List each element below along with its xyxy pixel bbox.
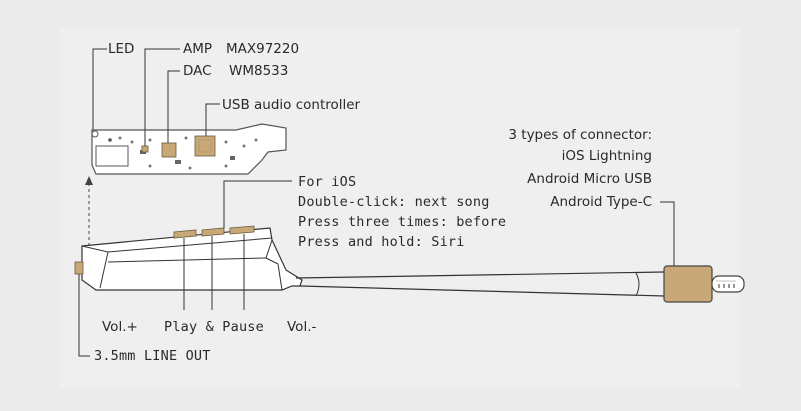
amp-chip-label: MAX97220: [226, 41, 300, 57]
panel-background: [60, 28, 740, 388]
lightning-connector: [663, 265, 745, 303]
led-label: LED: [108, 41, 135, 57]
vol-plus-label: Vol.+: [102, 319, 138, 335]
connector-leader-line: [660, 201, 675, 266]
connector-android-micro-usb: Android Micro USB: [527, 171, 652, 187]
play-pause-label: Play & Pause: [164, 319, 264, 335]
dashed-arrow: [85, 176, 93, 246]
connector-android-typec: Android Type-C: [550, 194, 652, 210]
pcb-board: [91, 123, 287, 175]
ios-double-click: Double-click: next song: [298, 194, 490, 210]
dac-chip: [161, 142, 177, 158]
amp-chip: [141, 145, 149, 153]
dongle-body: [74, 225, 303, 291]
usb-controller-chip: [194, 135, 216, 157]
connector-title: 3 types of connector:: [508, 127, 652, 143]
connector-ios-lightning: iOS Lightning: [561, 148, 652, 164]
vol-plus-button: [173, 229, 197, 239]
dac-chip-label: WM8533: [229, 63, 289, 79]
play-pause-button: [201, 227, 225, 237]
ios-title: For iOS: [298, 174, 357, 190]
button-leader-lines: [78, 180, 292, 357]
amp-label: AMP: [183, 41, 213, 57]
line-out-label: 3.5mm LINE OUT: [94, 348, 211, 364]
pcb-leader-lines: [92, 48, 220, 146]
line-out-jack: [74, 261, 84, 275]
ios-three-times: Press three times: before: [298, 214, 507, 230]
ios-hold: Press and hold: Siri: [298, 234, 465, 250]
dac-label: DAC: [183, 63, 212, 79]
vol-minus-label: Vol.-: [287, 319, 317, 335]
vol-minus-button: [229, 225, 255, 235]
cable: [295, 271, 665, 297]
usb-controller-label: USB audio controller: [222, 97, 361, 113]
